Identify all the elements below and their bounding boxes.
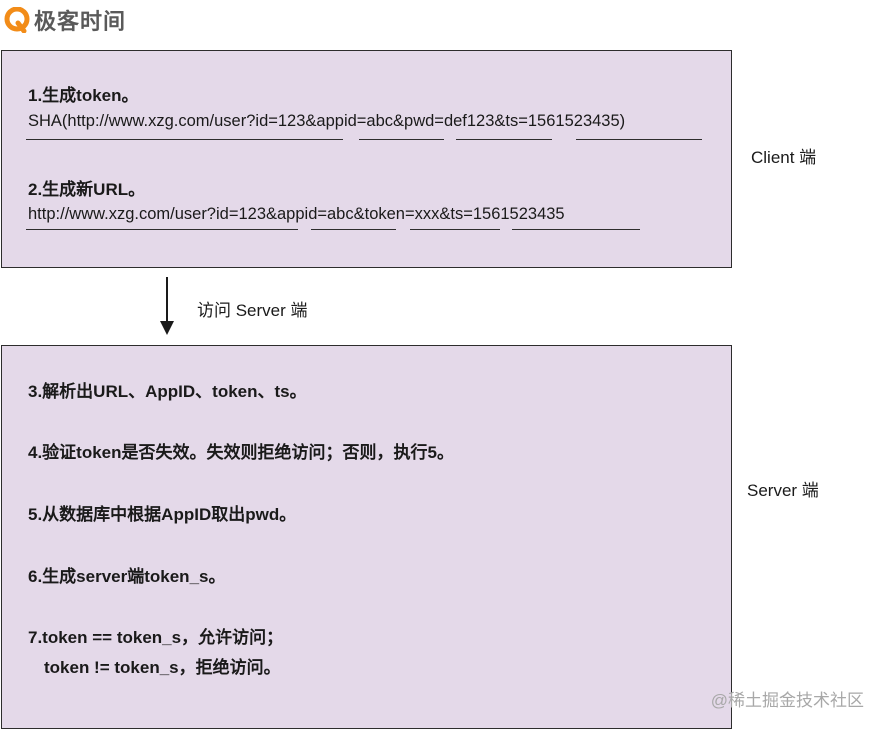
step-7-line-2: token != token_s，拒绝访问。 [44, 658, 281, 677]
watermark: @稀土掘金技术社区 [710, 691, 864, 710]
step-5: 5.从数据库中根据AppID取出pwd。 [28, 505, 297, 524]
server-box: 3.解析出URL、AppID、token、ts。 4.验证token是否失效。失… [1, 345, 732, 729]
underline-url-segment-2 [26, 229, 298, 230]
geektime-logo-icon [4, 7, 30, 33]
step-2-title: 2.生成新URL。 [28, 180, 146, 199]
step-7-line-1: 7.token == token_s，允许访问； [28, 628, 284, 647]
underline-url-segment [26, 139, 343, 140]
step-4: 4.验证token是否失效。失效则拒绝访问；否则，执行5。 [28, 443, 454, 462]
underline-ts-segment [576, 139, 702, 140]
underline-token-segment [410, 229, 500, 230]
underline-ts-segment-2 [512, 229, 640, 230]
server-side-label: Server 端 [747, 481, 819, 500]
step-1-code: SHA(http://www.xzg.com/user?id=123&appid… [28, 112, 626, 130]
logo-text: 极客时间 [34, 9, 127, 34]
down-arrow-icon [160, 277, 174, 335]
underline-appid-segment-2 [311, 229, 396, 230]
arrow-label: 访问 Server 端 [197, 301, 308, 320]
step-3: 3.解析出URL、AppID、token、ts。 [28, 382, 307, 401]
underline-pwd-segment [456, 139, 552, 140]
step-2-code: http://www.xzg.com/user?id=123&appid=abc… [28, 205, 565, 223]
step-1-title: 1.生成token。 [28, 86, 139, 105]
client-box: 1.生成token。 SHA(http://www.xzg.com/user?i… [1, 50, 732, 268]
logo: 极客时间 [4, 4, 126, 36]
step-6: 6.生成server端token_s。 [28, 567, 226, 586]
client-side-label: Client 端 [751, 148, 817, 167]
underline-appid-segment [359, 139, 444, 140]
